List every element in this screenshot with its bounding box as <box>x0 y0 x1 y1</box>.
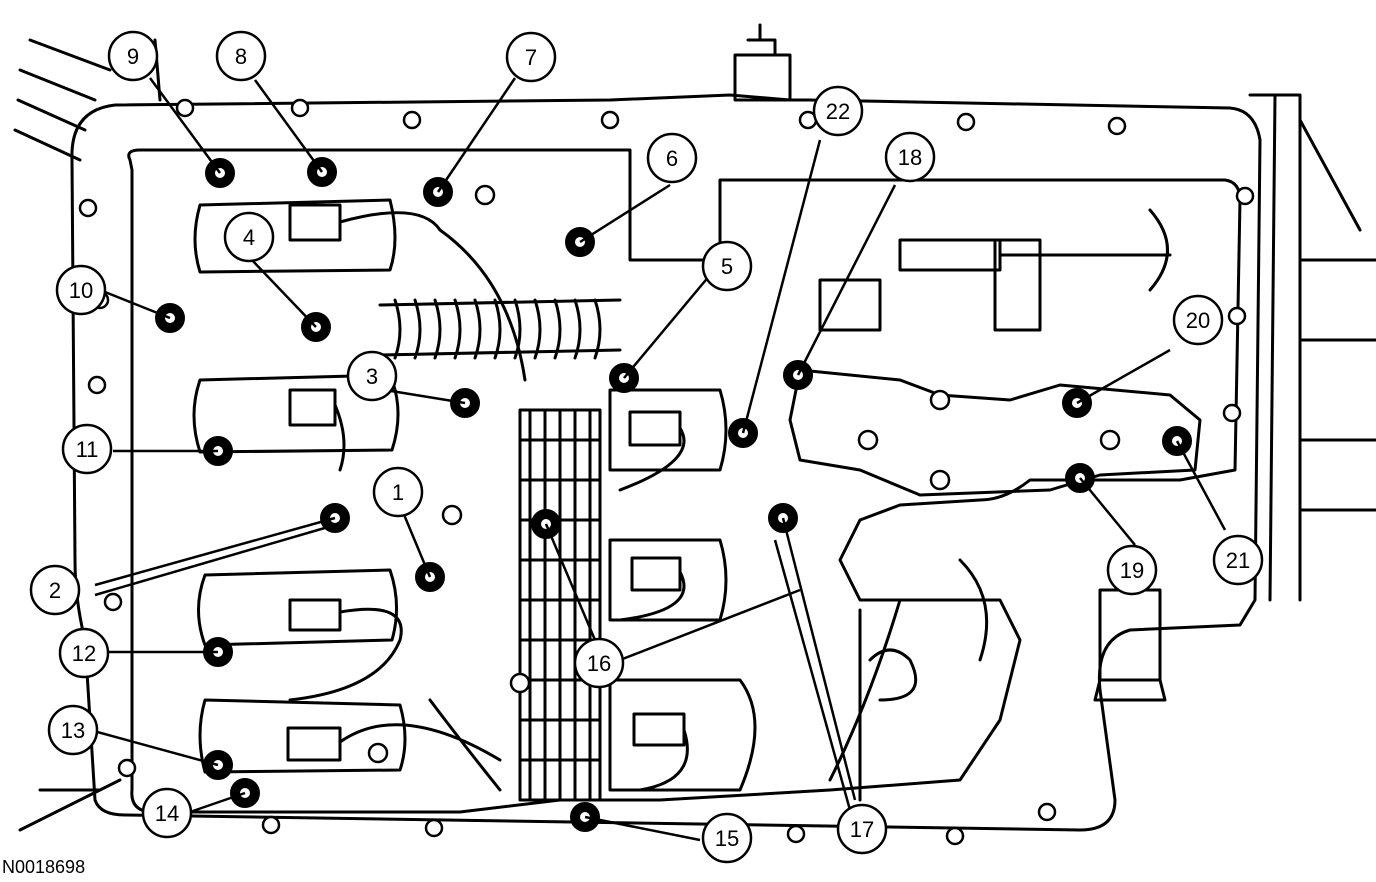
callout-number: 15 <box>715 826 739 851</box>
callout-number: 14 <box>155 801 179 826</box>
callout-4: 4 <box>223 211 275 263</box>
callout-14: 14 <box>141 787 193 839</box>
callout-circle <box>573 637 625 689</box>
figure-id-label: N0018698 <box>2 857 86 877</box>
callout-16: 16 <box>573 637 625 689</box>
spring <box>378 298 622 360</box>
callout-19: 19 <box>1106 544 1158 596</box>
callout-circle <box>215 30 267 82</box>
callout-circle <box>55 264 107 316</box>
callout-15: 15 <box>701 812 753 864</box>
callout-number: 17 <box>850 817 874 842</box>
callout-9: 9 <box>107 30 159 82</box>
callout-number: 11 <box>76 437 99 462</box>
callout-number: 7 <box>525 45 537 70</box>
callout-number: 8 <box>235 44 247 69</box>
callout-5: 5 <box>701 240 753 292</box>
spool-body <box>788 368 1202 497</box>
callout-number: 21 <box>1226 548 1250 573</box>
callout-circle <box>701 240 753 292</box>
callout-number: 1 <box>392 480 404 505</box>
callout-circle <box>646 132 698 184</box>
solenoid-top <box>193 198 397 274</box>
solenoid-bottom <box>198 698 407 774</box>
callout-number: 12 <box>72 641 96 666</box>
callout-number: 18 <box>898 145 922 170</box>
callout-circle <box>812 85 864 137</box>
callout-circle <box>29 564 81 616</box>
callout-number: 2 <box>49 578 61 603</box>
pan-outline <box>70 93 1262 832</box>
callout-3: 3 <box>346 350 398 402</box>
solenoid-lower <box>197 568 399 647</box>
callout-number: 20 <box>1186 308 1210 333</box>
callout-11: 11 <box>61 423 113 475</box>
callout-circle <box>58 627 110 679</box>
callout-number: 22 <box>826 99 850 124</box>
callout-number: 10 <box>69 278 93 303</box>
callout-circle <box>1172 294 1224 346</box>
callout-number: 4 <box>243 225 255 250</box>
callout-2: 2 <box>29 564 81 616</box>
callout-circle <box>223 211 275 263</box>
callout-circle <box>107 30 159 82</box>
callout-8: 8 <box>215 30 267 82</box>
callout-13: 13 <box>47 704 99 756</box>
callout-circle <box>372 466 424 518</box>
callout-circle <box>1106 544 1158 596</box>
callout-number: 16 <box>587 651 611 676</box>
callout-circle <box>61 423 113 475</box>
callout-number: 5 <box>721 254 733 279</box>
callout-10: 10 <box>55 264 107 316</box>
callout-22: 22 <box>812 85 864 137</box>
leader-lines <box>89 77 1227 842</box>
solenoid-right-top <box>608 388 728 472</box>
callout-number: 9 <box>127 44 139 69</box>
callout-circle <box>346 350 398 402</box>
callout-circle <box>884 131 936 183</box>
solenoid-right-bottom <box>608 678 757 792</box>
callout-20: 20 <box>1172 294 1224 346</box>
callout-number: 19 <box>1120 558 1144 583</box>
callout-number: 3 <box>366 364 378 389</box>
callout-circle <box>836 803 888 855</box>
callout-circle <box>1212 534 1264 586</box>
callout-12: 12 <box>58 627 110 679</box>
callout-number: 13 <box>61 718 85 743</box>
callout-number: 6 <box>666 146 678 171</box>
callout-17: 17 <box>836 803 888 855</box>
callout-circle <box>701 812 753 864</box>
callout-circle <box>141 787 193 839</box>
wiring-harness <box>518 408 602 802</box>
callout-1: 1 <box>372 466 424 518</box>
callout-7: 7 <box>505 31 557 83</box>
callout-circle <box>47 704 99 756</box>
callout-circle <box>505 31 557 83</box>
callout-21: 21 <box>1212 534 1264 586</box>
callout-6: 6 <box>646 132 698 184</box>
callout-18: 18 <box>884 131 936 183</box>
